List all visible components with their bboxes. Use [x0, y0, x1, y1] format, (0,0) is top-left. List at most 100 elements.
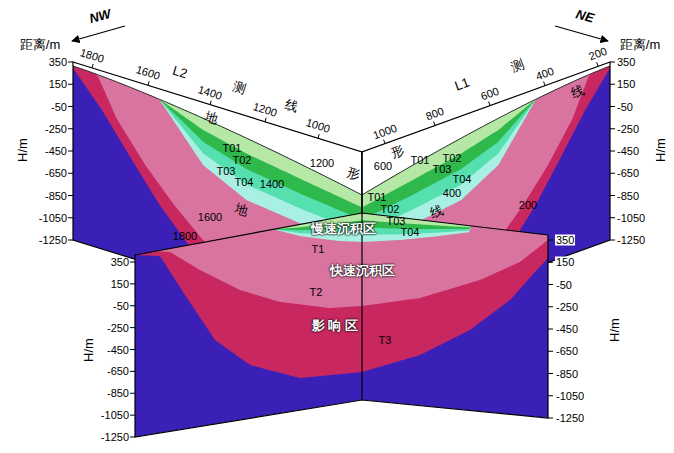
axis-value: 1200: [252, 101, 279, 119]
axis-tick: [68, 195, 73, 196]
axis-value: -650: [617, 168, 639, 179]
axis-title: 测: [232, 80, 248, 96]
axis-value: -1050: [555, 390, 585, 401]
layer-label: T04: [401, 227, 420, 238]
axis-tick: [610, 62, 615, 63]
slow-layer: [362, 66, 610, 208]
axis-value: 800: [424, 105, 445, 122]
axis-tick: [68, 106, 73, 107]
axis-value: 200: [519, 200, 537, 211]
axis-tick: [68, 173, 73, 174]
layer-label: T04: [453, 174, 472, 185]
terrain-line: [73, 66, 362, 195]
axis-value: 350: [617, 57, 635, 68]
bedrock: [135, 213, 548, 437]
influence-zone: [135, 213, 548, 378]
zone-label: 慢速沉积区: [311, 222, 376, 235]
axis-tick: [130, 327, 135, 328]
axis-value: -450: [555, 324, 579, 335]
zone-label: 影 响 区: [312, 319, 358, 332]
layer-label: T01: [223, 143, 242, 154]
layer-label: T2: [310, 287, 323, 298]
axis-value: 400: [443, 188, 461, 199]
axis-tick: [130, 415, 135, 416]
slow-layer: [135, 213, 548, 255]
axis-value: -450: [45, 146, 67, 157]
axis-value: -650: [107, 366, 129, 377]
axis-value: 150: [111, 278, 129, 289]
axis-value: 1400: [197, 84, 224, 102]
axis-tick: [68, 240, 73, 241]
axis-value: -450: [617, 146, 639, 157]
axis-value: 350: [49, 57, 67, 68]
axis-tick: [548, 284, 553, 285]
axis-value: -50: [113, 300, 129, 311]
direction-arrow: [72, 26, 125, 41]
axis-tick: [384, 140, 385, 144]
axis-value: 1000: [372, 122, 399, 141]
axis-value: 1400: [260, 179, 284, 190]
axis-value: 150: [49, 79, 67, 90]
axis-value: -850: [107, 388, 129, 399]
axis-tick: [544, 82, 545, 86]
axis-tick: [92, 64, 93, 68]
axis-tick: [597, 62, 598, 66]
axis-value: -1050: [101, 410, 129, 421]
axis-value: 150: [617, 79, 635, 90]
axis-tick: [610, 106, 615, 107]
axis-value: -50: [555, 279, 573, 290]
axis-tick: [548, 329, 553, 330]
axis-tick: [130, 349, 135, 350]
axis-value: 1600: [198, 212, 222, 223]
axis-tick: [610, 128, 615, 129]
axis-value: 200: [587, 46, 608, 63]
axis-title: L1: [453, 75, 471, 92]
axis-tick: [548, 418, 553, 419]
axis-value: -850: [555, 368, 579, 379]
axis-value: -850: [617, 190, 639, 201]
axis-title: H/m: [16, 138, 29, 162]
axis-title: 距离/m: [20, 38, 60, 51]
axis-value: 1800: [79, 47, 106, 65]
slow-layer: [135, 213, 548, 255]
layer-label: T04: [235, 177, 254, 188]
layer-label: T02: [233, 155, 252, 166]
axis-value: -250: [617, 123, 639, 134]
slow-layer: [135, 213, 548, 255]
axis-title: H/m: [654, 138, 667, 162]
direction-label: NW: [88, 7, 112, 25]
axis-value: -1250: [101, 432, 129, 443]
axis-value: -50: [617, 101, 633, 112]
axis-value: -1250: [39, 235, 67, 246]
slow-layer: [362, 66, 610, 245]
axis-tick: [318, 134, 319, 138]
layer-label: T01: [368, 192, 387, 203]
layer-label: T02: [443, 153, 462, 164]
axis-tick: [548, 306, 553, 307]
direction-arrow: [555, 26, 608, 41]
direction-label: NE: [575, 7, 596, 24]
axis-tick: [130, 393, 135, 394]
axis-tick: [265, 118, 266, 122]
axis-value: -1050: [39, 212, 67, 223]
slow-layer: [135, 213, 548, 255]
axis-tick: [130, 262, 135, 263]
axis-value: -250: [555, 301, 579, 312]
axis-value: -1050: [617, 212, 645, 223]
slow-layer: [73, 66, 362, 220]
axis-tick: [148, 81, 149, 85]
axis-title: H/m: [608, 318, 621, 342]
axis-tick: [68, 217, 73, 218]
axis-value: -450: [107, 344, 129, 355]
axis-value: -650: [45, 168, 67, 179]
axis-tick: [210, 101, 211, 105]
axis-value: 1800: [173, 231, 197, 242]
layer-label: T1: [312, 244, 325, 255]
slow-layer: [362, 66, 610, 233]
axis-tick: [610, 84, 615, 85]
slow-layer: [73, 66, 362, 233]
axis-value: -50: [51, 101, 67, 112]
axis-tick: [68, 84, 73, 85]
axis-tick: [548, 262, 553, 263]
